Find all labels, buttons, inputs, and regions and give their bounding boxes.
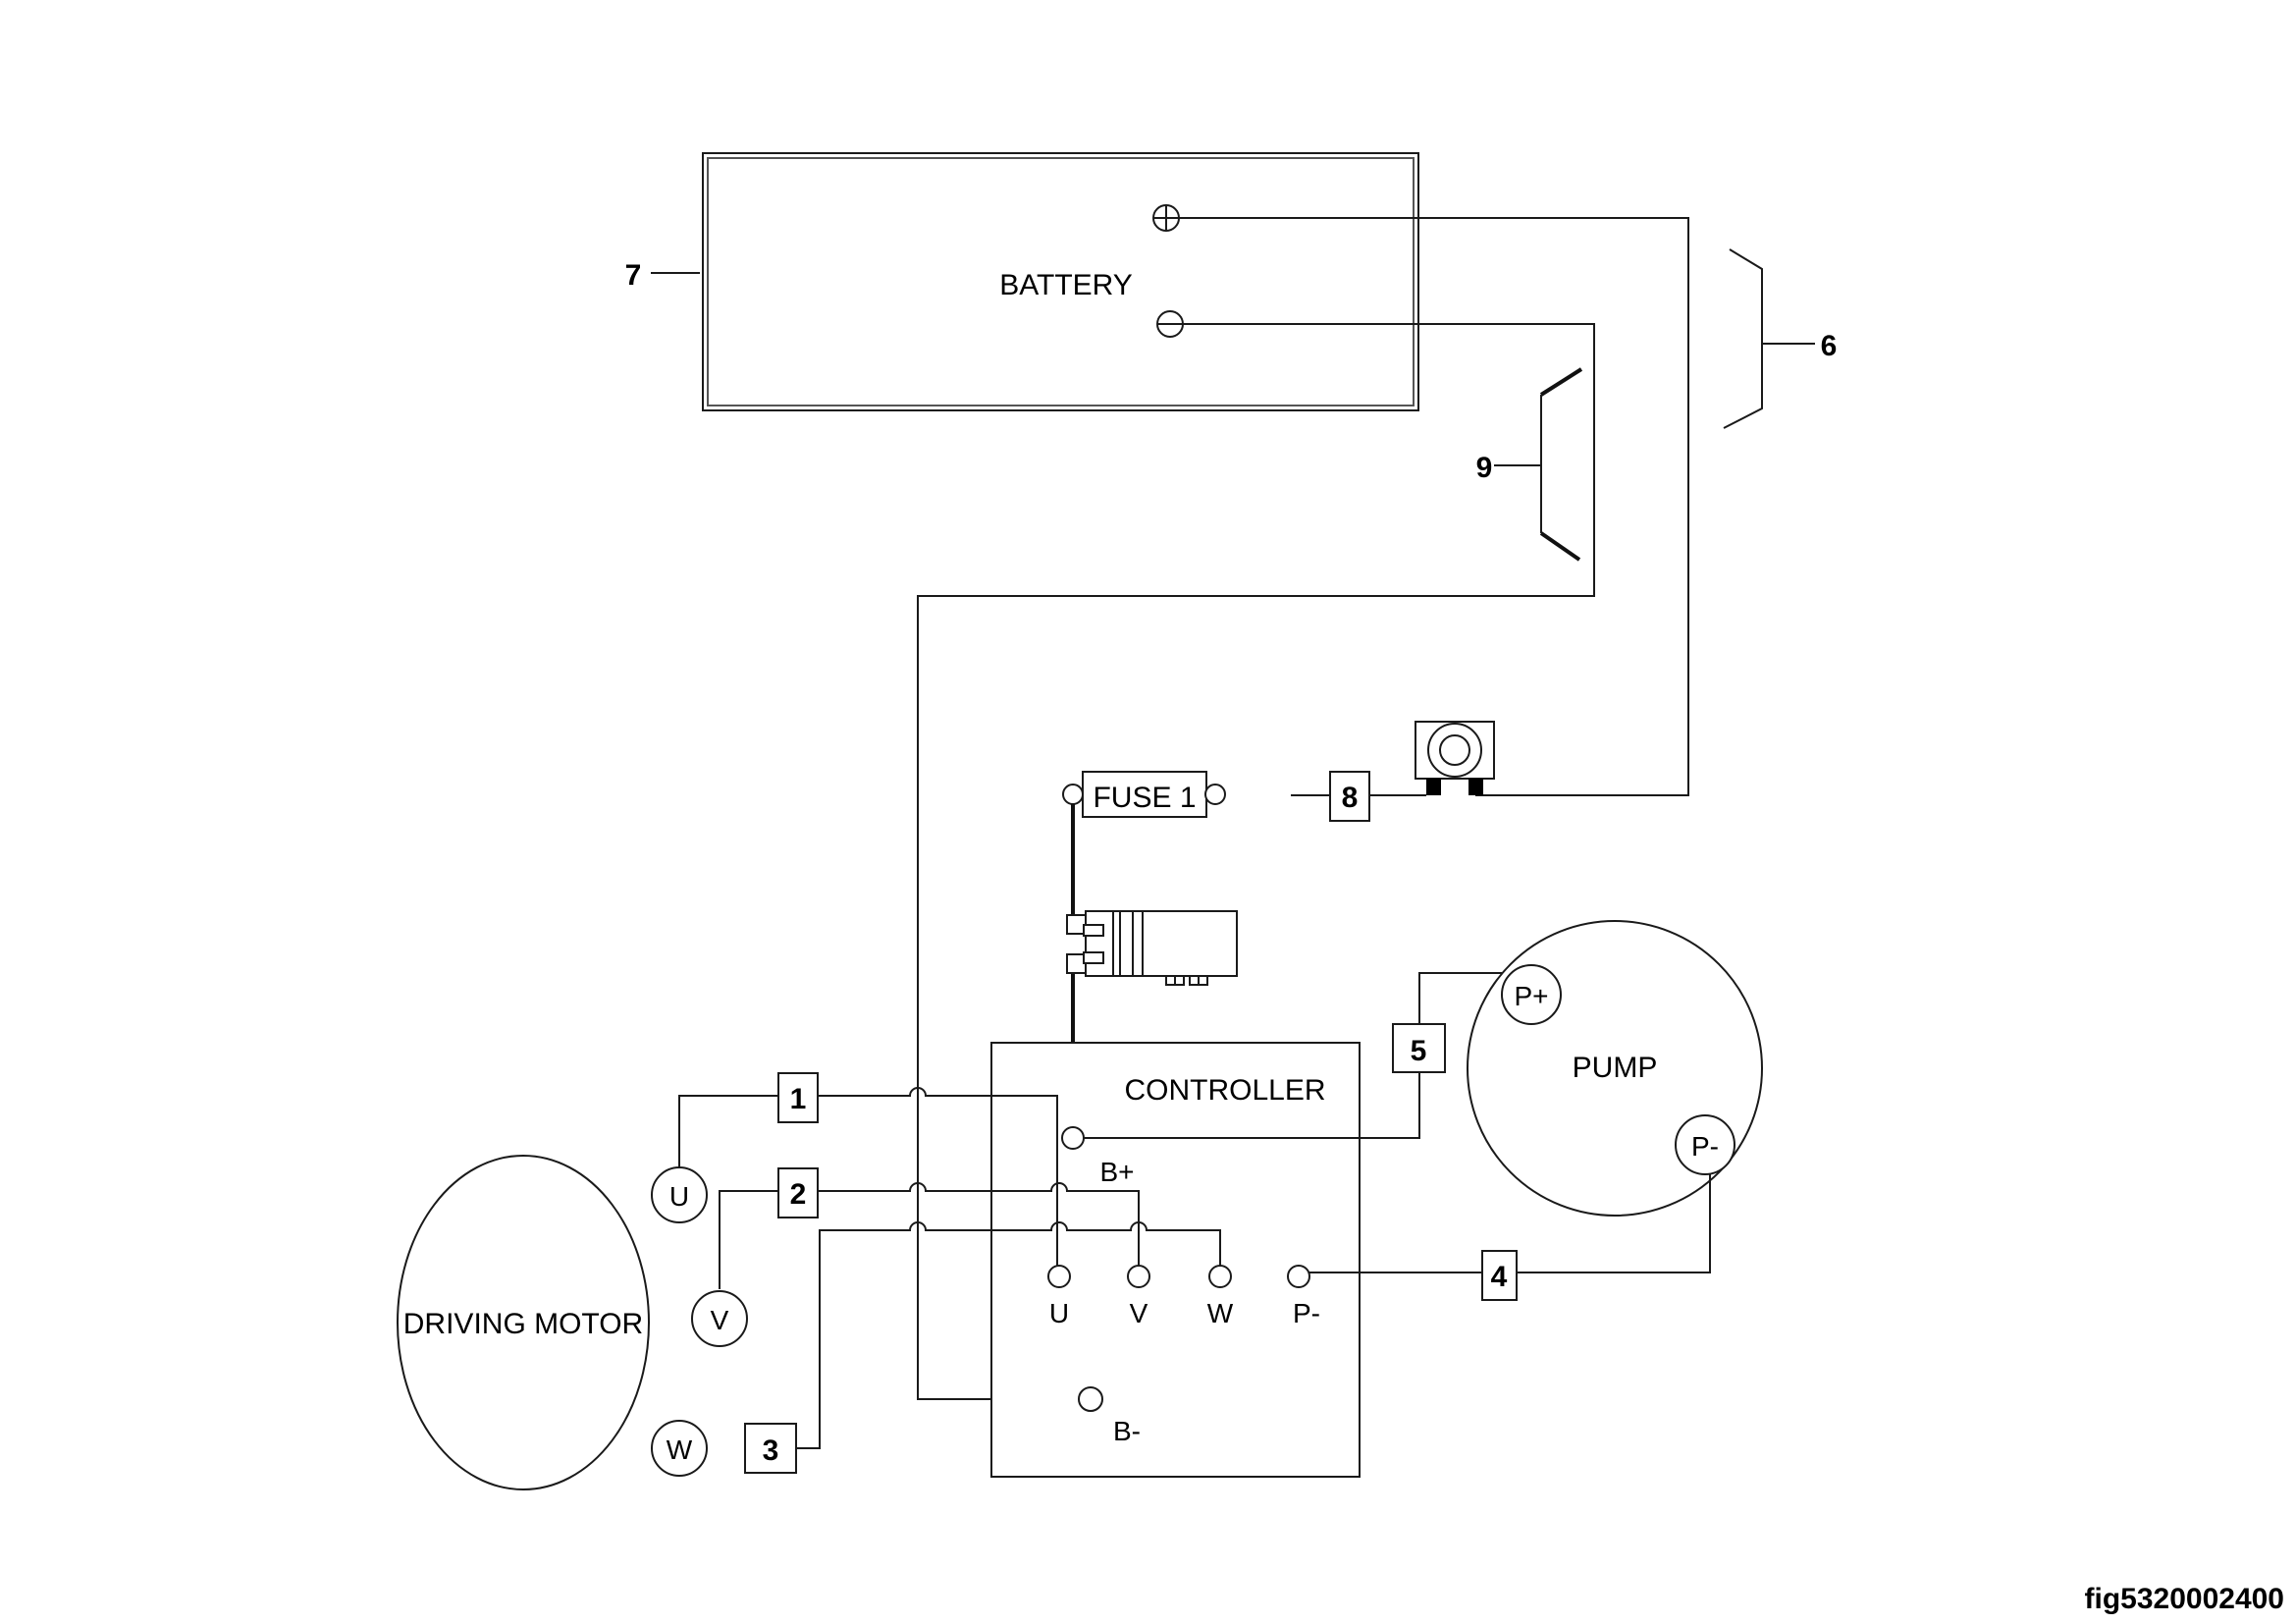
callout-8: 8 [1342, 782, 1359, 814]
controller-bminus-terminal-icon [1078, 1386, 1103, 1412]
wire-bplus-to-5 [1083, 1070, 1420, 1139]
callout-9-bracket [1494, 367, 1583, 562]
motor-v-terminal-icon [691, 1290, 748, 1347]
callout-2: 2 [790, 1178, 807, 1211]
callout-8-box [1329, 771, 1370, 822]
controller-pminus-label: P- [1293, 1298, 1320, 1328]
connector-icon [1066, 910, 1238, 986]
callout-7: 7 [625, 259, 642, 292]
callout-3: 3 [763, 1435, 779, 1467]
controller-v-label: V [1130, 1298, 1148, 1328]
battery-positive-terminal-icon [1152, 204, 1180, 232]
controller-outline [990, 1042, 1361, 1478]
callout-5-box [1392, 1023, 1446, 1073]
controller: CONTROLLER [990, 1042, 1361, 1478]
fuse-terminal-right-icon [1204, 784, 1226, 805]
controller-u-terminal-icon [1047, 1265, 1071, 1288]
callout-6: 6 [1821, 330, 1838, 362]
controller-bplus-label: B+ [1099, 1157, 1134, 1187]
fuse: FUSE 1 [1062, 771, 1226, 818]
fuse-label: FUSE 1 [1093, 782, 1196, 814]
fuse-terminal-left-icon [1062, 784, 1084, 805]
pump: PUMP P+ P- [1467, 920, 1763, 1217]
figure-id: fig5320002400 [2084, 1583, 2285, 1615]
battery-label: BATTERY [999, 269, 1133, 301]
controller-w-label: W [1207, 1298, 1234, 1328]
callout-2-box [777, 1167, 819, 1218]
key-switch-icon [1415, 721, 1495, 795]
callout-4-box [1481, 1250, 1518, 1301]
pump-pminus-label: P- [1691, 1131, 1719, 1162]
callout-1: 1 [790, 1083, 807, 1115]
fuse-body [1082, 771, 1207, 818]
controller-bminus-label: B- [1113, 1416, 1141, 1446]
wire-motor-w-to-controller [793, 1221, 1221, 1449]
controller-bplus-terminal-icon [1061, 1126, 1085, 1150]
callout-3-box [744, 1423, 797, 1474]
motor-u-terminal-icon [651, 1166, 708, 1223]
driving-motor-outline [397, 1155, 650, 1490]
battery: BATTERY [702, 152, 1419, 411]
pump-outline [1467, 920, 1763, 1217]
motor-v-label: V [711, 1305, 729, 1335]
callout-4: 4 [1491, 1261, 1508, 1293]
driving-motor: DRIVING MOTOR U V W [397, 1155, 748, 1490]
pump-pplus-label: P+ [1514, 981, 1548, 1011]
controller-u-label: U [1049, 1298, 1069, 1328]
battery-outline [702, 152, 1419, 411]
battery-inner-outline [707, 157, 1415, 406]
controller-label: CONTROLLER [1124, 1074, 1325, 1107]
wire-battery-negative [917, 323, 1595, 1400]
callout-5: 5 [1411, 1035, 1427, 1067]
callout-1-box [777, 1072, 819, 1123]
pump-pplus-terminal-icon [1501, 964, 1562, 1025]
wire-motor-v-to-controller [719, 1182, 1140, 1289]
driving-motor-label: DRIVING MOTOR [403, 1308, 643, 1340]
wire-battery-positive [1179, 217, 1689, 796]
motor-u-label: U [669, 1181, 689, 1212]
pump-pminus-terminal-icon [1675, 1114, 1735, 1175]
motor-w-terminal-icon [651, 1420, 708, 1477]
wire-pump-pminus-to-controller [1296, 1174, 1711, 1273]
callout-9: 9 [1476, 452, 1493, 484]
controller-v-terminal-icon [1127, 1265, 1150, 1288]
wire-5-to-pump-pplus [1418, 972, 1502, 1031]
controller-w-terminal-icon [1208, 1265, 1232, 1288]
callout-6-bracket [1723, 248, 1815, 429]
wire-motor-u-to-controller [678, 1087, 1058, 1266]
controller-pminus-terminal-icon [1287, 1265, 1310, 1288]
motor-w-label: W [667, 1435, 693, 1465]
pump-label: PUMP [1573, 1052, 1658, 1084]
